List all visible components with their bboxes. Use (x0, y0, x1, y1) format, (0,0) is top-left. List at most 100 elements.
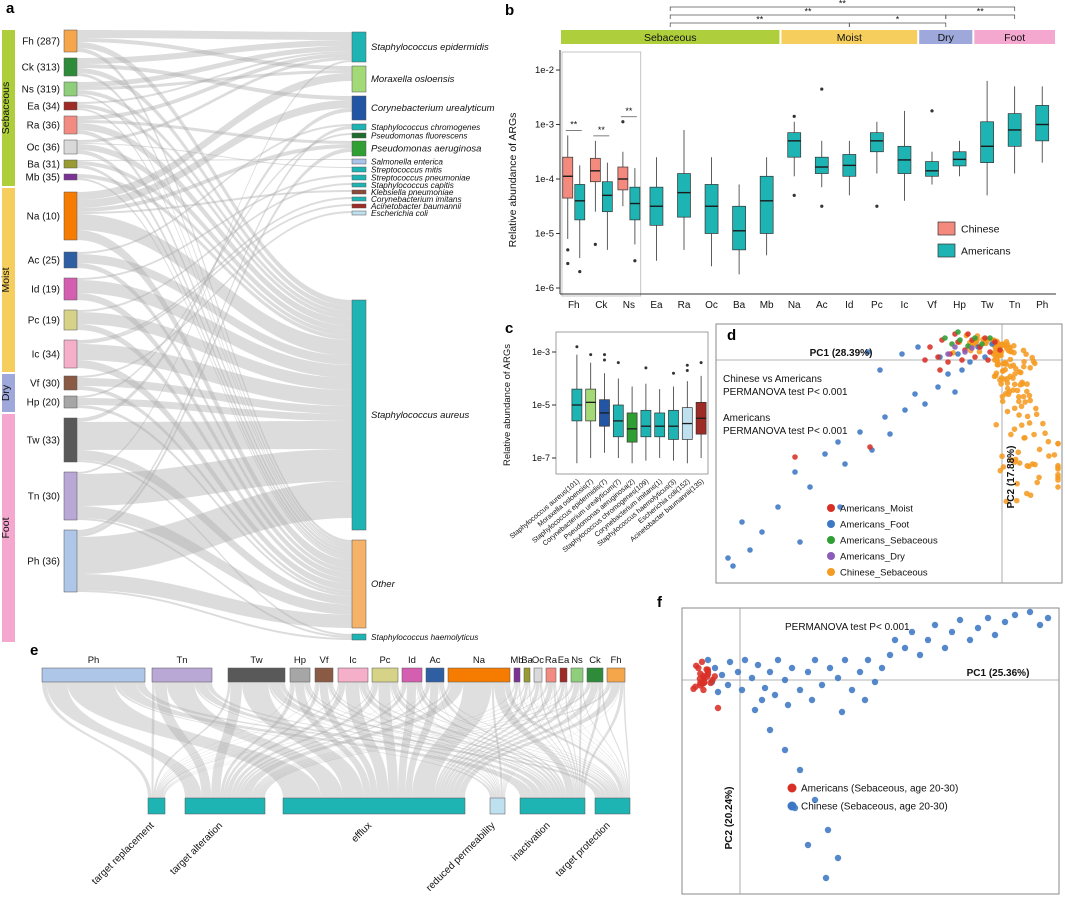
sankey-node-epi (351, 31, 367, 63)
svg-text:**: ** (977, 7, 985, 17)
svg-text:**: ** (756, 15, 764, 25)
svg-text:Corynebacterium urealyticum: Corynebacterium urealyticum (371, 103, 495, 114)
svg-text:Ph: Ph (88, 655, 100, 666)
sankey-node-Oc (63, 139, 78, 155)
sankey-node-Ac (63, 251, 78, 269)
sankey-node-Ic (337, 667, 369, 683)
svg-text:Fh: Fh (568, 300, 580, 311)
sankey-node-aer (351, 140, 367, 157)
box-Ac-americans (814, 87, 829, 208)
sankey-node-cap (351, 182, 367, 188)
svg-text:1e-5: 1e-5 (532, 400, 550, 410)
sankey-node-Ea (63, 101, 78, 111)
sankey-node-Pc (63, 309, 78, 331)
sankey-node-imi (351, 196, 367, 202)
sankey-node-Tw (227, 667, 286, 683)
svg-text:1e-7: 1e-7 (532, 453, 550, 463)
box-Ck-chinese (589, 140, 601, 246)
svg-text:Escherichia coli: Escherichia coli (371, 209, 428, 218)
sankey-node-Pc (371, 667, 399, 683)
panel-label-b: b (505, 2, 515, 19)
svg-text:Hp: Hp (294, 655, 306, 666)
svg-text:PC2 (20.24%): PC2 (20.24%) (724, 787, 735, 850)
panel-a-labels: Fh (287)Ck (313)Ns (319)Ea (34)Ra (36)Oc… (22, 37, 495, 643)
svg-text:**: ** (625, 106, 633, 116)
panel-e-links (42, 682, 630, 798)
box-Vf-americans (925, 109, 939, 185)
svg-text:efflux: efflux (350, 820, 375, 845)
svg-text:Chinese (Sebaceous, age 20-30): Chinese (Sebaceous, age 20-30) (801, 802, 948, 813)
svg-text:PC2 (17.88%): PC2 (17.88%) (1006, 446, 1017, 509)
sankey-node-pne (351, 174, 367, 181)
svg-text:Ba (31): Ba (31) (27, 160, 60, 171)
sankey-node-Mb (63, 173, 78, 181)
panel-f-pca-scatter: PC1 (25.36%) PC2 (20.24%) PERMANOVA test P… (681, 607, 1060, 895)
sankey-node-Tn (63, 471, 78, 521)
svg-text:Ac: Ac (429, 655, 440, 666)
sankey-node-Tn (151, 667, 213, 683)
sankey-node-Ea (559, 667, 568, 683)
svg-text:Americans_Moist: Americans_Moist (840, 504, 913, 515)
svg-text:Ea: Ea (650, 300, 663, 311)
sankey-node-Ba (523, 667, 531, 683)
svg-text:Pseudomonas fluorescens: Pseudomonas fluorescens (371, 132, 468, 141)
svg-text:target replacement: target replacement (90, 820, 157, 887)
svg-text:Sebaceous: Sebaceous (644, 32, 697, 44)
svg-text:Oc: Oc (532, 655, 544, 666)
box-species-8 (681, 363, 693, 464)
svg-text:Americans: Americans (961, 246, 1011, 258)
box-species-7 (668, 371, 679, 461)
svg-text:Pc: Pc (379, 655, 390, 666)
sankey-node-target-protection (594, 797, 631, 815)
box-Fh-chinese (562, 135, 574, 266)
sankey-node-osl (351, 65, 367, 93)
sankey-node-Ba (63, 159, 78, 169)
sankey-node-Ph (63, 529, 78, 593)
svg-text:Tn: Tn (176, 655, 187, 666)
box-Oc-americans (704, 157, 719, 267)
svg-text:Pc (19): Pc (19) (28, 316, 60, 327)
svg-text:Tn: Tn (1009, 300, 1021, 311)
box-Ck-americans (601, 162, 613, 250)
svg-text:Americans_Dry: Americans_Dry (840, 552, 905, 563)
box-Ph-americans (1035, 86, 1050, 163)
svg-text:target protection: target protection (554, 820, 613, 879)
sankey-node-Hp (63, 395, 78, 409)
svg-text:target alteration: target alteration (168, 820, 225, 877)
box-Ns-chinese (617, 120, 629, 207)
svg-text:Vf: Vf (320, 655, 329, 666)
svg-text:PC1 (25.36%): PC1 (25.36%) (967, 668, 1030, 679)
box-Ns-americans (629, 168, 641, 263)
sankey-node-mit (351, 166, 367, 173)
svg-text:Staphylococcus capitis: Staphylococcus capitis (371, 181, 454, 190)
svg-text:Ic: Ic (349, 655, 357, 666)
box-species-2 (599, 353, 610, 453)
svg-text:Ns: Ns (623, 300, 635, 311)
box-Na-americans (787, 114, 802, 197)
svg-text:Americans (Sebaceous, age 20-3: Americans (Sebaceous, age 20-30) (801, 784, 958, 795)
sankey-node-Vf (314, 667, 334, 683)
svg-text:PERMANOVA test P< 0.001: PERMANOVA test P< 0.001 (723, 387, 848, 398)
box-Pc-americans (870, 121, 884, 208)
panel-d-plot: PC1 (28.39%)PC2 (17.88%)Chinese vs Ameri… (715, 323, 1063, 584)
svg-text:Ic: Ic (901, 300, 909, 311)
scatter-series-Chinese_Sebaceous_20_30 (704, 608, 1052, 882)
svg-text:Hp (20): Hp (20) (27, 398, 60, 409)
svg-text:Ck: Ck (595, 300, 608, 311)
sankey-node-Oc (533, 667, 543, 683)
sankey-node-Ph (41, 667, 146, 683)
svg-text:Staphylococcus haemolyticus: Staphylococcus haemolyticus (371, 633, 478, 642)
scatter-series-Americans_Sebaceous_20_30 (690, 658, 722, 712)
svg-text:1e-6: 1e-6 (535, 283, 554, 294)
sankey-node-flu (351, 132, 367, 139)
svg-text:reduced permeability: reduced permeability (424, 820, 497, 893)
panel-label-c: c (505, 320, 514, 337)
sankey-node-aur (351, 299, 367, 531)
svg-text:PERMANOVA test P< 0.001: PERMANOVA test P< 0.001 (785, 622, 910, 633)
svg-text:PERMANOVA test P< 0.001: PERMANOVA test P< 0.001 (723, 426, 848, 437)
svg-text:Ac (25): Ac (25) (28, 256, 60, 267)
svg-text:Tw: Tw (981, 300, 995, 311)
